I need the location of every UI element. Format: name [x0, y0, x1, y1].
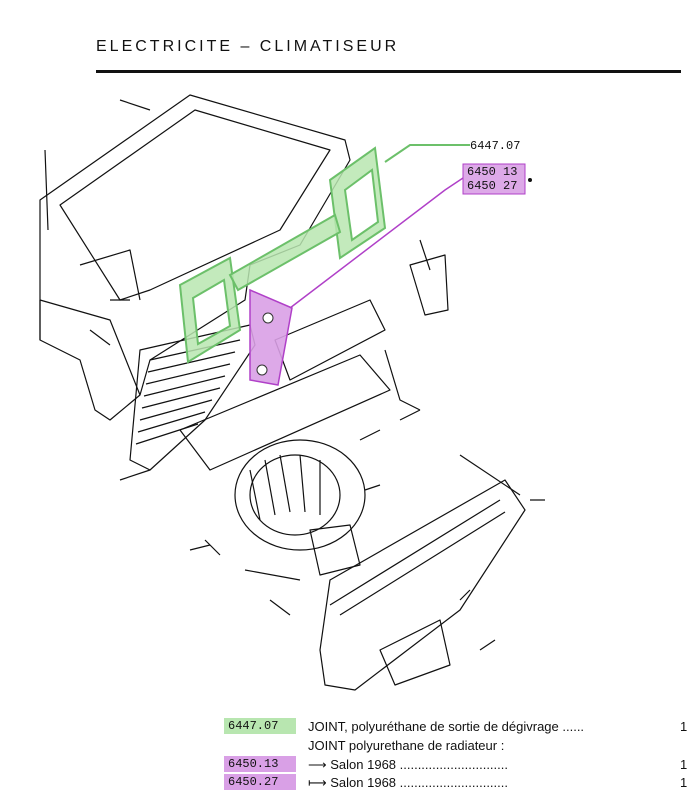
callout-green-part: 6447.07 — [470, 139, 521, 153]
legend-desc: JOINT polyurethane de radiateur : — [308, 738, 505, 753]
blower-housing — [179, 354, 391, 471]
blower-motor — [309, 524, 361, 576]
legend-row: JOINT polyurethane de radiateur : — [224, 737, 694, 754]
parts-legend: 6447.07 JOINT, polyuréthane de sortie de… — [224, 718, 694, 798]
callout-magenta-part-a: 6450 13 — [467, 165, 518, 179]
legend-row: 6450.27 ⟼ Salon 1968 ...................… — [224, 774, 694, 791]
legend-code-magenta: 6450.13 — [224, 756, 296, 772]
legend-row: 6447.07 JOINT, polyuréthane de sortie de… — [224, 718, 694, 735]
legend-code-green: 6447.07 — [224, 718, 296, 734]
joint-degivrage-highlight — [178, 146, 387, 364]
legend-qty: 1 — [680, 757, 688, 772]
legend-qty: 1 — [680, 775, 688, 790]
legend-desc: JOINT, polyuréthane de sortie de dégivra… — [308, 719, 585, 734]
page-title: ELECTRICITE – CLIMATISEUR — [96, 38, 400, 55]
legend-row: 6450.13 ⟶ Salon 1968 ...................… — [224, 756, 694, 773]
housing-outline — [39, 94, 351, 421]
lower-cover — [319, 479, 526, 691]
bracket — [409, 254, 449, 316]
legend-qty: 1 — [680, 719, 688, 734]
joint-radiateur-highlight — [249, 288, 293, 386]
legend-code-magenta: 6450.27 — [224, 774, 296, 790]
callout-magenta-part-b: 6450 27 — [467, 179, 518, 193]
legend-desc: ⟶ Salon 1968 ...........................… — [308, 757, 508, 772]
legend-desc: ⟼ Salon 1968 ...........................… — [308, 775, 508, 790]
header-rule — [96, 70, 681, 73]
